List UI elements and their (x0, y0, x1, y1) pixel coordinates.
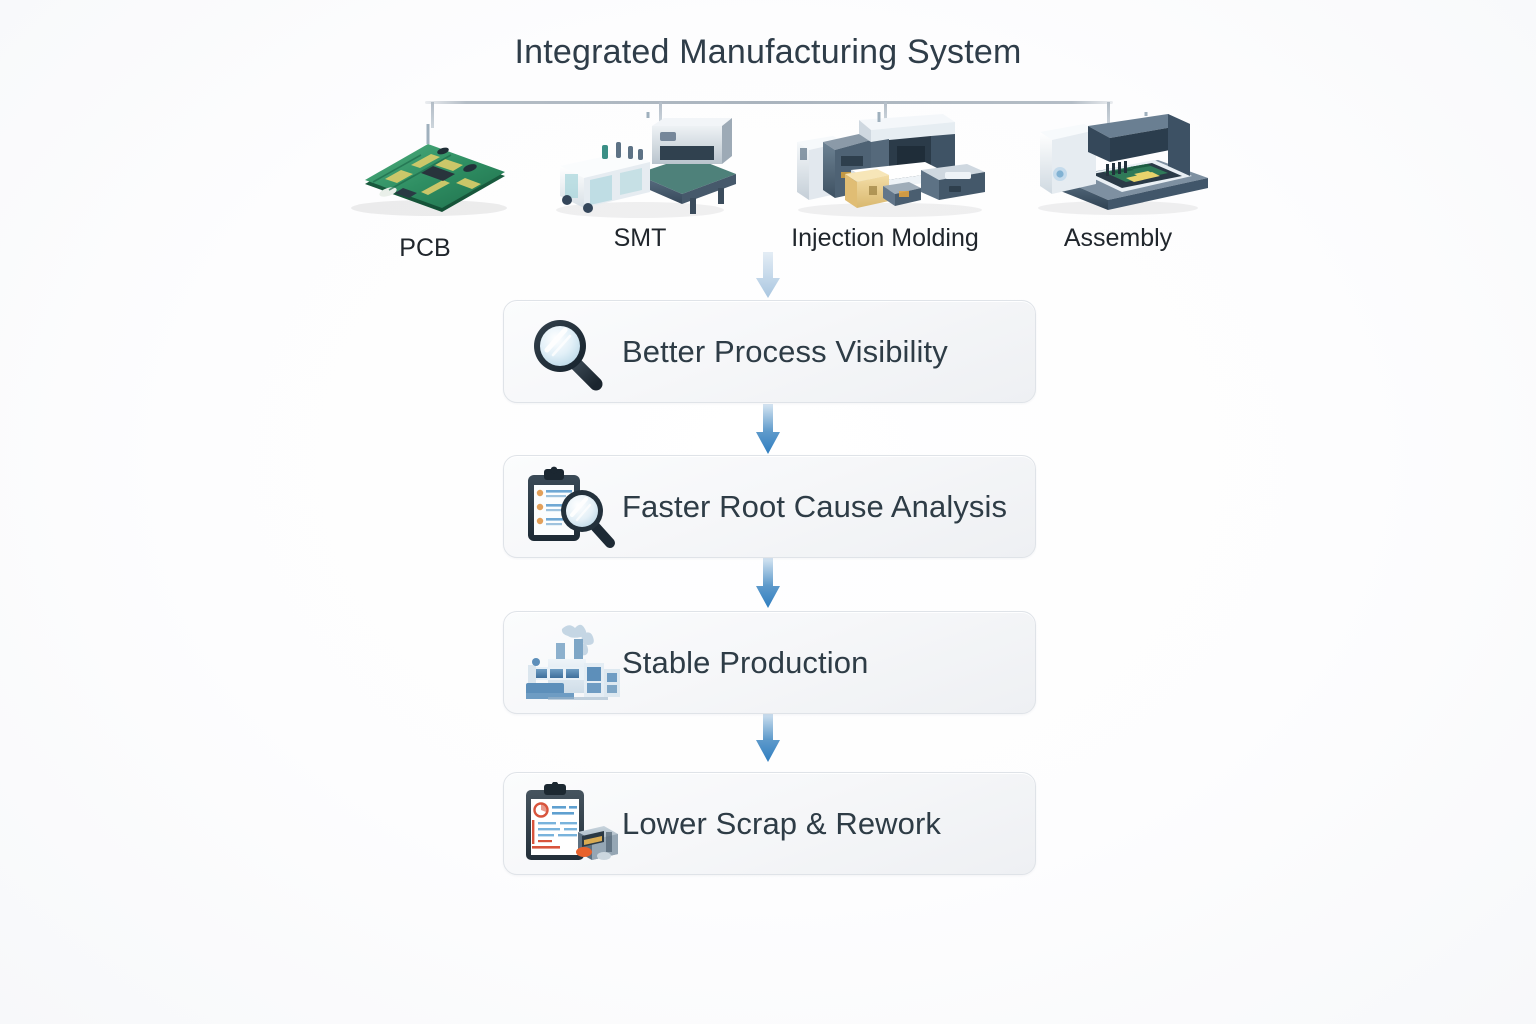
bus-drop-line-assembly (1107, 102, 1110, 126)
injection-molding-machine-icon (785, 110, 985, 217)
process-item-injection-molding[interactable]: Injection Molding (780, 110, 990, 253)
factory-icon (518, 621, 622, 705)
process-label-assembly: Assembly (1063, 224, 1173, 252)
page-title: Integrated Manufacturing System (514, 33, 1022, 71)
magnifier-icon (518, 310, 622, 394)
clipboard-machine-icon (518, 781, 622, 866)
process-label-smt: SMT (613, 224, 667, 252)
connector-stable-to-lower-scrap (752, 712, 784, 764)
benefit-label-faster-root-cause-analysis: Faster Root Cause Analysis (622, 488, 1008, 524)
process-item-pcb[interactable]: PCB (320, 122, 530, 263)
benefit-card-faster-root-cause-analysis[interactable]: Faster Root Cause Analysis (503, 455, 1036, 558)
benefit-label-lower-scrap-and-rework: Lower Scrap & Rework (622, 805, 942, 841)
process-label-injection-molding: Injection Molding (791, 224, 979, 252)
bus-drop-line-pcb (431, 102, 434, 128)
connector-bus-to-visibility (752, 252, 784, 300)
assembly-machine-icon (1018, 104, 1218, 215)
process-item-smt[interactable]: SMT (535, 108, 745, 253)
connector-visibility-to-root-cause (752, 404, 784, 456)
smt-machine-icon (540, 108, 740, 218)
benefit-card-lower-scrap-and-rework[interactable]: Lower Scrap & Rework (503, 772, 1036, 875)
benefit-label-better-process-visibility: Better Process Visibility (622, 333, 948, 369)
clipboard-magnifier-icon (518, 465, 622, 549)
bus-drop-line-injection-molding (884, 102, 887, 122)
benefit-card-better-process-visibility[interactable]: Better Process Visibility (503, 300, 1036, 403)
pcb-board-icon (325, 122, 525, 222)
process-bus-line (425, 101, 1113, 104)
bus-drop-line-smt (659, 102, 662, 124)
process-item-assembly[interactable]: Assembly (1013, 104, 1223, 253)
benefit-card-stable-production[interactable]: Stable Production (503, 611, 1036, 714)
process-label-pcb: PCB (399, 234, 451, 262)
benefit-label-stable-production: Stable Production (622, 644, 869, 680)
connector-root-cause-to-stable (752, 558, 784, 610)
